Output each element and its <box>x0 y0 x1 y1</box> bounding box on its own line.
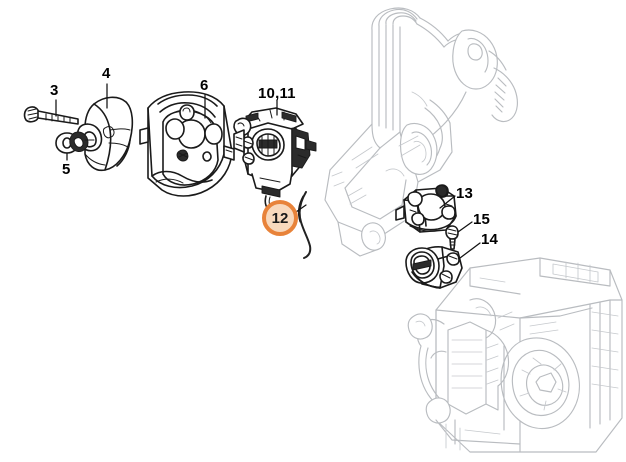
highlighted-callout-12[interactable]: 12 <box>262 200 298 236</box>
leader-line-14 <box>459 242 481 259</box>
chainsaw-rear-handle-illustration <box>324 7 518 257</box>
part-6-air-filter-housing <box>139 91 235 197</box>
callout-label-5: 5 <box>62 161 71 178</box>
highlighted-callout-12-label: 12 <box>271 209 289 227</box>
part-14-intake-manifold-elbow <box>405 246 463 289</box>
callout-label-15: 15 <box>473 211 491 228</box>
leader-line-15 <box>457 221 473 233</box>
callout-label-6: 6 <box>200 77 209 94</box>
leader-line-12 <box>295 204 307 213</box>
part-3-screw <box>23 106 79 125</box>
callout-label-13: 13 <box>456 185 474 202</box>
callout-label-3: 3 <box>50 82 59 99</box>
callout-leader-lines <box>55 83 481 259</box>
callout-label-4: 4 <box>102 65 111 82</box>
engine-assembly-illustration <box>407 257 623 453</box>
leader-line-13 <box>439 195 456 209</box>
part-13-manifold-flange <box>395 184 457 233</box>
part-4-choke-cover <box>69 96 134 172</box>
part-10-11-carburetor <box>233 107 317 214</box>
callout-label-10-11: 10,11 <box>258 85 296 102</box>
callout-label-14: 14 <box>481 231 499 248</box>
part-15-manifold-screw <box>445 225 459 250</box>
part-12-fuel-hose <box>297 191 312 259</box>
